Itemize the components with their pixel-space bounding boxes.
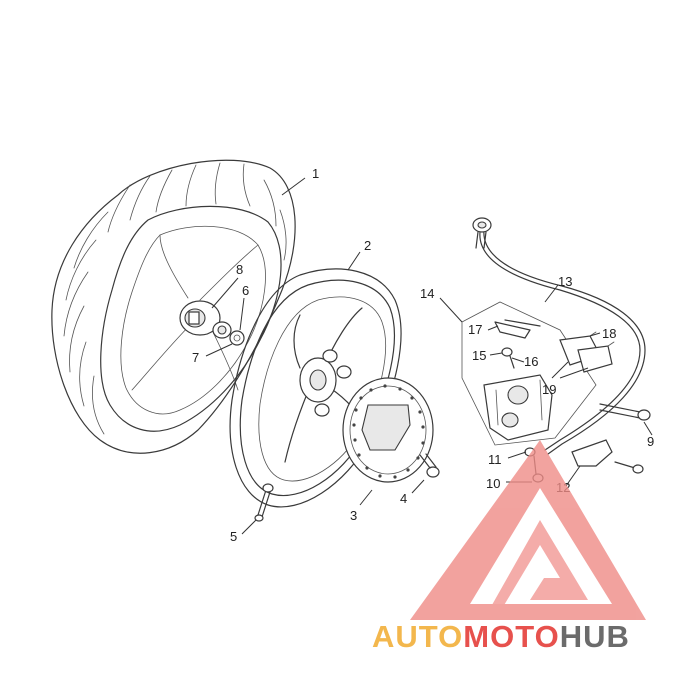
- brake-disc: [342, 377, 434, 483]
- leader-lines: [205, 177, 653, 535]
- brake-caliper: [461, 301, 597, 446]
- part-label-4: 4: [400, 491, 407, 506]
- tire-valve: [254, 483, 274, 522]
- part-label-18: 18: [602, 326, 616, 341]
- part-label-8: 8: [236, 262, 243, 277]
- hose-guide: [571, 439, 644, 474]
- pad-spring: [494, 319, 541, 339]
- part-label-2: 2: [364, 238, 371, 253]
- part-label-1: 1: [312, 166, 319, 181]
- part-label-3: 3: [350, 508, 357, 523]
- tire: [51, 159, 296, 454]
- hub-assembly: [179, 300, 245, 346]
- part-label-13: 13: [558, 274, 572, 289]
- part-label-10: 10: [486, 476, 500, 491]
- caliper-bolt: [599, 403, 651, 421]
- svg-text:AUTOMOTOHUB: AUTOMOTOHUB: [372, 619, 630, 654]
- part-label-14: 14: [420, 286, 434, 301]
- watermark-hub: HUB: [560, 619, 630, 654]
- watermark-moto: MOTO: [463, 619, 559, 654]
- bleed-screw: [501, 347, 515, 369]
- part-label-15: 15: [472, 348, 486, 363]
- part-label-17: 17: [468, 322, 482, 337]
- wheel-rim: [229, 268, 402, 508]
- brake-pads: [559, 331, 615, 373]
- part-label-5: 5: [230, 529, 237, 544]
- part-label-7: 7: [192, 350, 199, 365]
- watermark-logo: AUTOMOTOHUB: [372, 440, 646, 654]
- part-label-6: 6: [242, 283, 249, 298]
- part-label-19: 19: [542, 382, 556, 397]
- watermark-auto: AUTO: [372, 619, 463, 654]
- part-label-11: 11: [488, 452, 502, 467]
- disc-bolt: [419, 453, 440, 478]
- watermark-triangle: [410, 440, 646, 620]
- part-label-9: 9: [647, 434, 654, 449]
- part-label-16: 16: [524, 354, 538, 369]
